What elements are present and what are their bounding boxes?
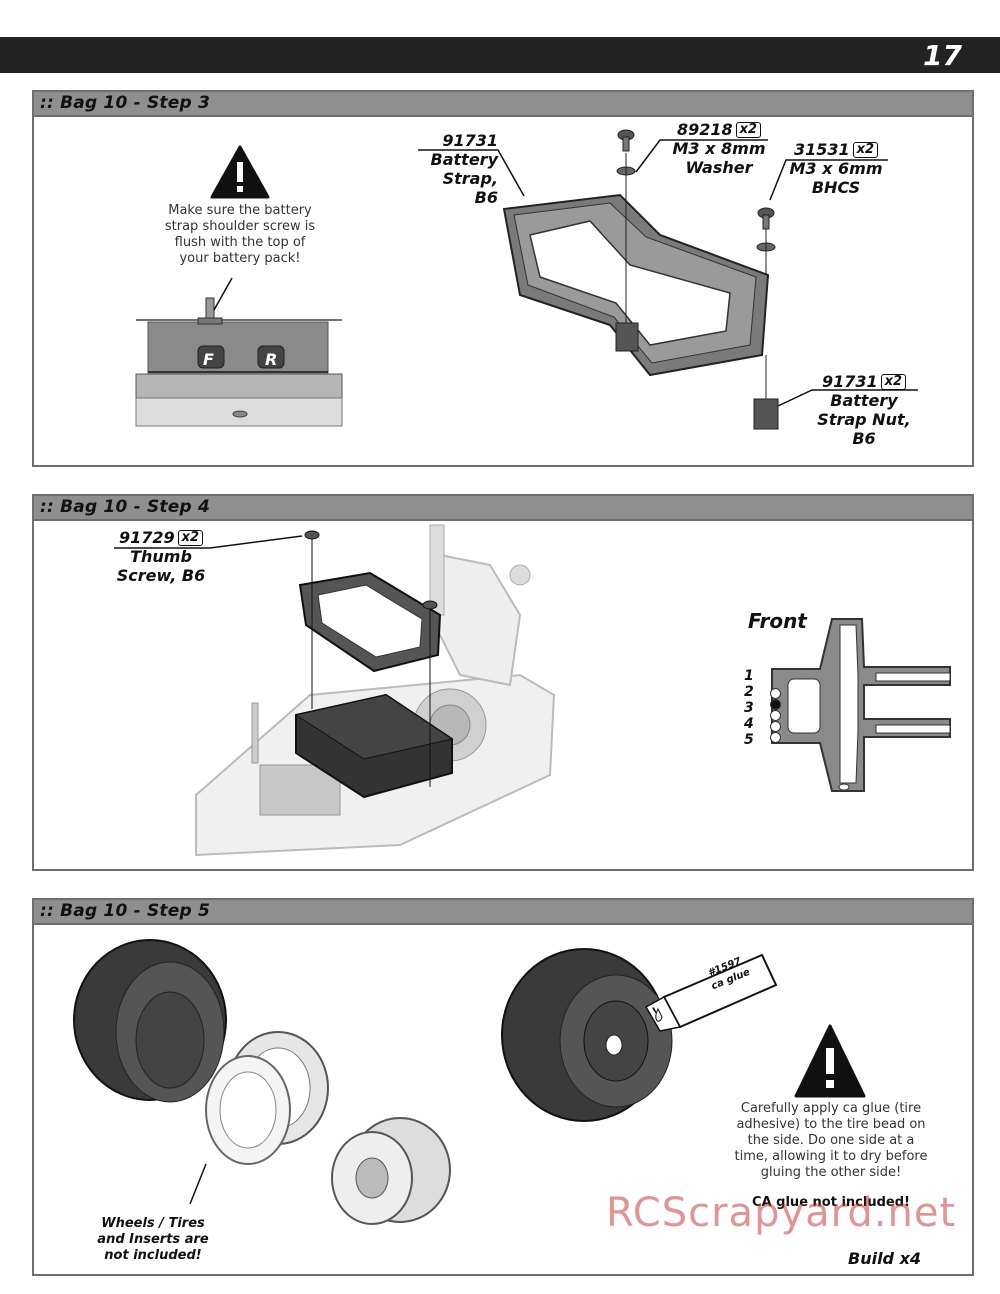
qty-badge: x2 [880,374,907,390]
position-hole [770,732,781,743]
page-number: 17 [923,39,962,72]
label-rear: R [265,350,278,369]
battery-strap-exploded-view [502,129,779,430]
not-included-note: Wheels / Tires and Inserts are not inclu… [97,1216,209,1263]
leader-lines-step4 [114,535,303,549]
chassis-battery-install-illustration [195,524,556,857]
position-hole [770,688,781,699]
ca-not-included-note: CA glue not included! [752,1195,910,1210]
step4-title: :: Bag 10 - Step 4 [40,497,210,517]
qty-badge: x2 [852,142,879,158]
step3-header: :: Bag 10 - Step 3 [34,92,972,117]
position-hole [770,710,781,721]
strap-position-diagram [771,618,951,792]
step4-header: :: Bag 10 - Step 4 [34,496,972,521]
position-number: 2 [744,684,754,700]
step3-warning-text: Make sure the battery strap shoulder scr… [164,203,316,266]
part-callout-battery-strap: 91731 Battery Strap, B6 [430,131,498,207]
tire-wheel-insert-exploded-view [73,939,451,1225]
build-quantity: Build x4 [848,1249,922,1268]
warning-icon [210,145,270,199]
front-label: Front [748,609,807,633]
battery-cutaway-illustration [135,277,343,427]
tire-glue-illustration [501,948,778,1122]
qty-badge: x2 [177,530,204,546]
watermark: RCScrapyard.net [606,1190,957,1236]
position-hole [770,721,781,732]
position-number: 1 [744,668,754,684]
qty-badge: x2 [735,122,762,138]
position-number: 3 [744,700,754,716]
leader-lines-step3 [418,139,918,407]
step3-panel: :: Bag 10 - Step 3 [32,90,974,467]
step5-title: :: Bag 10 - Step 5 [40,901,210,921]
step5-header: :: Bag 10 - Step 5 [34,900,972,925]
label-front: F [203,350,214,369]
step3-title: :: Bag 10 - Step 3 [40,93,210,113]
step5-warning-text: Carefully apply ca glue (tire adhesive) … [734,1101,928,1180]
position-number: 4 [744,716,754,732]
position-number: 5 [744,732,754,748]
position-hole [770,699,781,710]
page-header-bar: 17 [0,37,1000,73]
warning-icon [794,1024,866,1098]
